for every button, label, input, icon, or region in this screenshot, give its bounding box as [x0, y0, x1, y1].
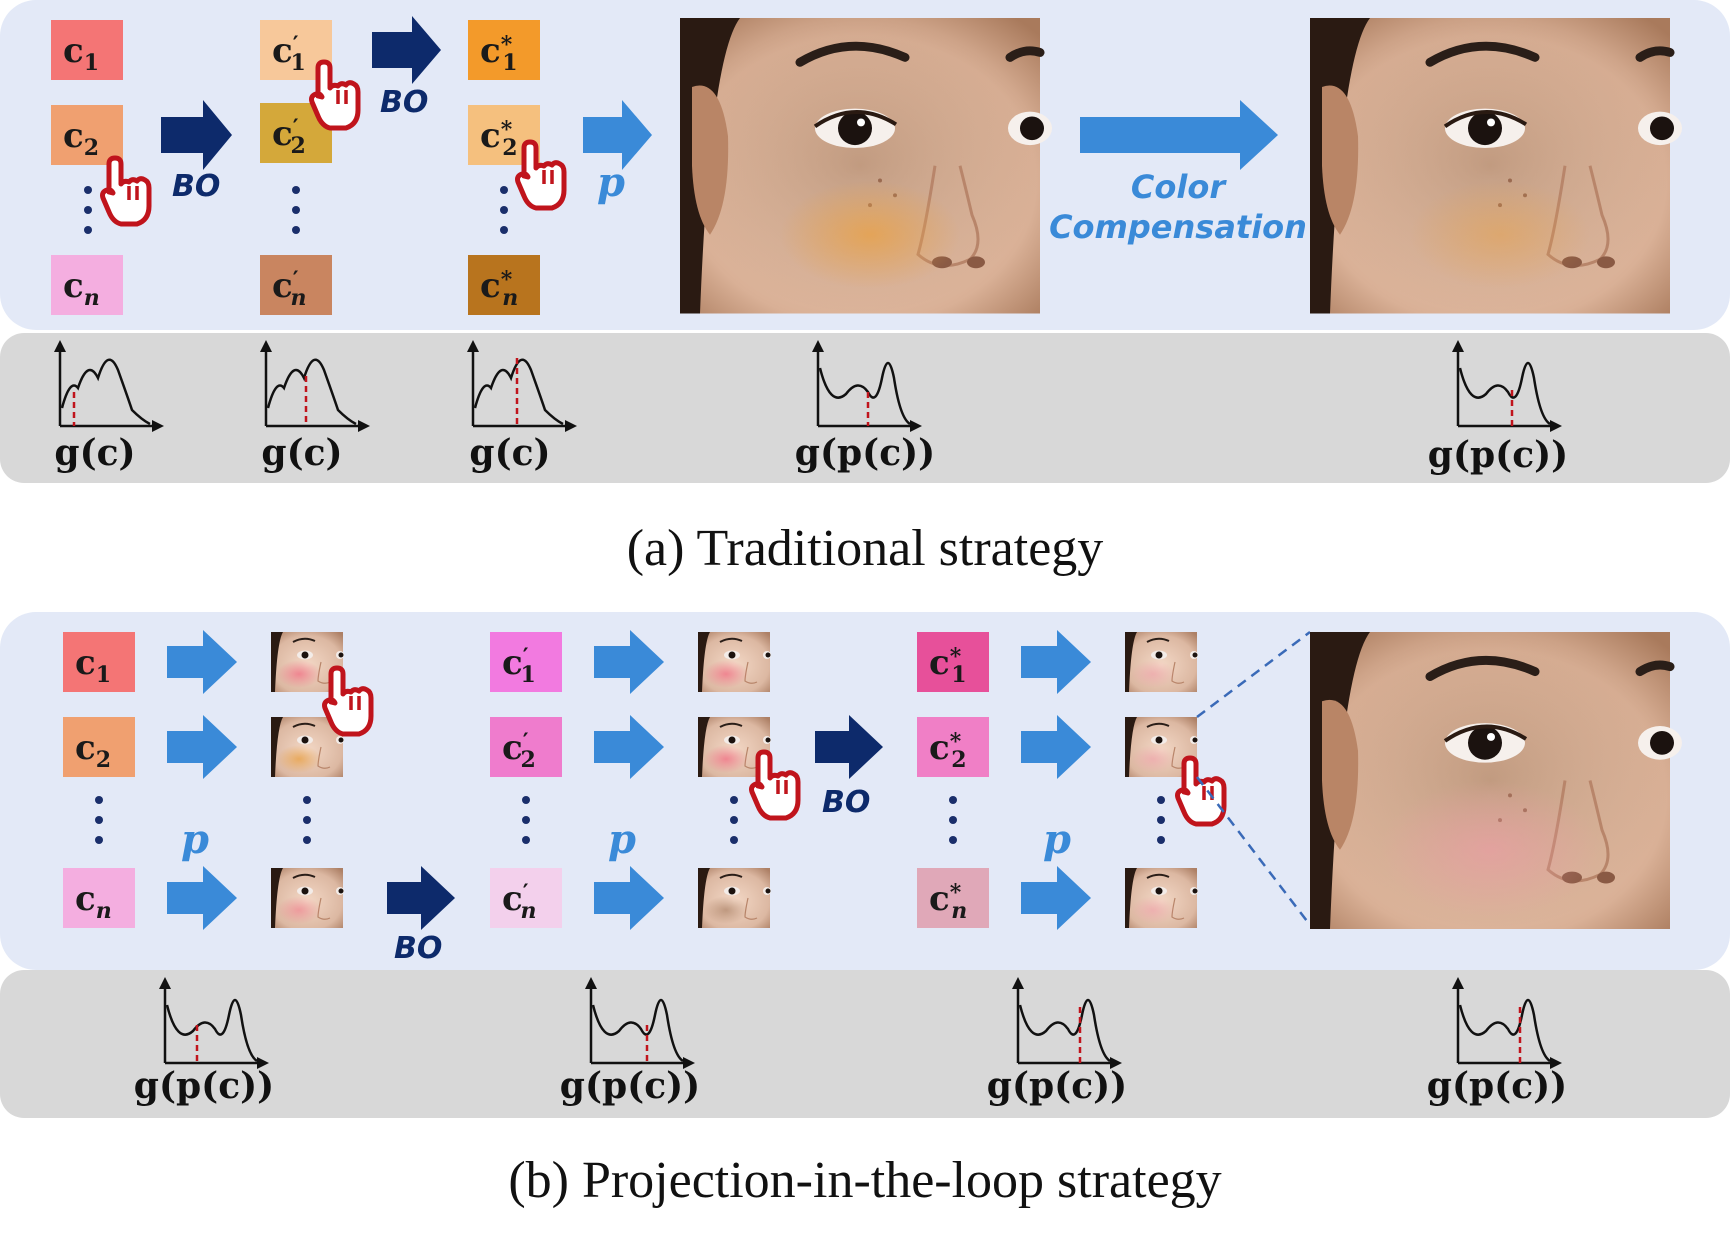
swatch-cn-prime — [260, 255, 332, 315]
projected-face-image — [680, 18, 1052, 314]
p-label: p — [608, 816, 636, 863]
swatch-c1 — [51, 20, 123, 80]
g-p-c-label: g(p(c)) — [134, 1065, 274, 1107]
g-c-label: g(c) — [469, 432, 550, 474]
caption-b: (b) Projection-in-the-loop strategy — [508, 1152, 1221, 1209]
b-bo-arrow-1: BO — [387, 866, 455, 966]
b-arrows-1: p — [167, 630, 237, 930]
svg-text:c*2: c*2 — [929, 728, 967, 773]
cc-label-1: Color — [1131, 168, 1227, 206]
svg-text:c1: c1 — [75, 643, 111, 688]
bo-arrow-icon — [372, 16, 441, 84]
cc-arrow-icon — [1080, 100, 1278, 170]
compensated-face-image — [1310, 18, 1682, 314]
a-bo-arrow-2: BO — [372, 16, 441, 120]
svg-text:c2: c2 — [75, 728, 111, 773]
svg-text:c*n: c*n — [480, 266, 518, 311]
a-column-3: c*1 c*2 c*n — [468, 20, 564, 315]
a-column-1: c1 c2 cn — [51, 20, 149, 315]
plot-a-1 — [52, 338, 166, 434]
projection-arrow-icon — [583, 100, 652, 170]
bo-label: BO — [172, 169, 220, 204]
a-column-2: c′1 c′2 c′n — [260, 20, 358, 315]
b-column-1: c1 c2 cn — [63, 632, 135, 928]
svg-text:c*2: c*2 — [480, 116, 518, 161]
b-thumbs-1 — [270, 631, 371, 929]
a-projection-arrow: p — [583, 100, 652, 206]
a-bo-arrow-1: BO — [161, 100, 232, 204]
plot-b-4 — [1450, 975, 1564, 1071]
plot-a-3 — [465, 338, 579, 434]
plot-a-5 — [1450, 338, 1564, 434]
plot-a-4 — [810, 338, 924, 434]
g-c-label: g(c) — [54, 432, 135, 474]
cc-label-2: Compensation — [1049, 208, 1307, 246]
swatch-cn-star — [468, 255, 540, 315]
p-label: p — [181, 816, 209, 863]
zoom-line — [1196, 776, 1311, 926]
b-arrows-2: p — [594, 630, 664, 930]
color-compensation-arrow: Color Compensation — [1049, 100, 1307, 246]
g-p-c-label: g(p(c)) — [1427, 1065, 1567, 1107]
zoom-line — [1196, 631, 1311, 718]
svg-text:c*1: c*1 — [929, 643, 967, 688]
g-p-c-label: g(p(c)) — [795, 432, 935, 474]
svg-text:c*n: c*n — [929, 879, 967, 924]
panel-a-bottom — [0, 333, 1730, 483]
plot-b-3 — [1010, 975, 1124, 1071]
swatch-c2 — [51, 105, 123, 165]
svg-text:c′n: c′n — [502, 879, 537, 924]
p-label: p — [1043, 816, 1071, 863]
plot-b-2 — [583, 975, 697, 1071]
bo-label: BO — [822, 785, 870, 820]
b-arrows-3: p — [1021, 630, 1091, 930]
bo-label: BO — [394, 931, 442, 966]
svg-text:c*1: c*1 — [480, 31, 518, 76]
caption-a: (a) Traditional strategy — [627, 520, 1104, 577]
svg-text:c′n: c′n — [272, 266, 307, 311]
plot-a-2 — [258, 338, 372, 434]
g-c-label: g(c) — [261, 432, 342, 474]
swatch-c1-star — [468, 20, 540, 80]
b-thumbs-3 — [1124, 631, 1224, 929]
zoomed-face-image — [1310, 632, 1682, 929]
panel-b-bottom — [0, 970, 1730, 1118]
plot-b-1 — [157, 975, 271, 1071]
g-p-c-label: g(p(c)) — [1428, 434, 1568, 476]
b-column-2: c′1 c′2 c′n — [490, 632, 562, 928]
swatch-cn — [51, 255, 123, 315]
g-p-c-label: g(p(c)) — [987, 1065, 1127, 1107]
g-p-c-label: g(p(c)) — [560, 1065, 700, 1107]
bo-label: BO — [380, 85, 428, 120]
b-thumbs-2 — [697, 631, 798, 929]
b-column-3: c*1 c*2 c*n — [917, 632, 989, 928]
b-bo-arrow-2: BO — [815, 715, 883, 820]
p-label: p — [597, 159, 625, 206]
bo-arrow-icon — [161, 100, 232, 170]
